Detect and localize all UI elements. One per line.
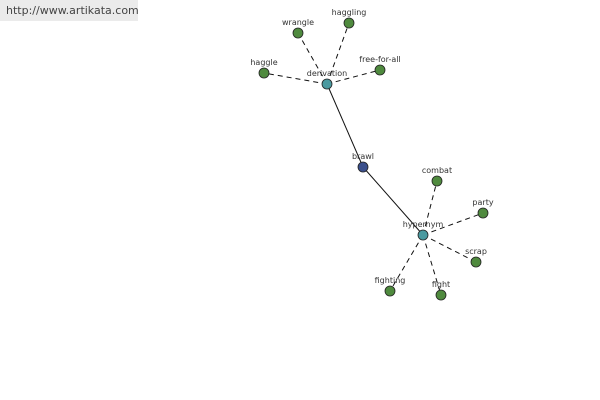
label-combat[interactable]: combat <box>422 166 452 175</box>
edge-derivation-haggle <box>263 72 328 85</box>
label-fighting[interactable]: fighting <box>375 276 406 285</box>
label-party[interactable]: party <box>472 198 493 207</box>
edge-brawl-derivation <box>326 83 364 168</box>
source-url-bar: http://www.artikata.com <box>0 0 139 21</box>
edge-derivation-wrangle <box>297 32 328 85</box>
node-hypernym[interactable] <box>417 229 429 241</box>
label-brawl[interactable]: brawl <box>352 152 374 161</box>
edge-hypernym-fight <box>422 234 442 296</box>
node-free-for-all[interactable] <box>374 64 386 76</box>
edge-hypernym-party <box>422 212 484 236</box>
edge-derivation-free-for-all <box>326 69 381 85</box>
node-party[interactable] <box>477 207 489 219</box>
label-wrangle[interactable]: wrangle <box>282 18 314 27</box>
edge-hypernym-scrap <box>422 234 477 263</box>
node-haggle[interactable] <box>258 67 270 79</box>
label-hypernym[interactable]: hypernym <box>403 220 444 229</box>
label-scrap[interactable]: scrap <box>465 247 487 256</box>
label-haggle[interactable]: haggle <box>250 58 277 67</box>
node-fight[interactable] <box>435 289 447 301</box>
label-haggling[interactable]: haggling <box>332 8 367 17</box>
node-fighting[interactable] <box>384 285 396 297</box>
edge-derivation-haggling <box>326 22 350 85</box>
node-scrap[interactable] <box>470 256 482 268</box>
label-fight[interactable]: fight <box>432 280 450 289</box>
edge-hypernym-combat <box>422 180 438 236</box>
graph-labels: brawl derivation haggle wrangle haggling free… <box>250 8 493 289</box>
label-free-for-all[interactable]: free-for-all <box>359 55 400 64</box>
source-url[interactable]: http://www.artikata.com <box>6 4 139 17</box>
node-wrangle[interactable] <box>292 27 304 39</box>
node-derivation[interactable] <box>321 78 333 90</box>
edge-hypernym-fighting <box>389 234 424 292</box>
node-brawl[interactable] <box>357 161 369 173</box>
graph-edges <box>263 22 484 296</box>
graph-nodes <box>258 17 489 301</box>
node-combat[interactable] <box>431 175 443 187</box>
edge-brawl-hypernym <box>362 166 424 236</box>
node-haggling[interactable] <box>343 17 355 29</box>
label-derivation[interactable]: derivation <box>307 69 347 78</box>
